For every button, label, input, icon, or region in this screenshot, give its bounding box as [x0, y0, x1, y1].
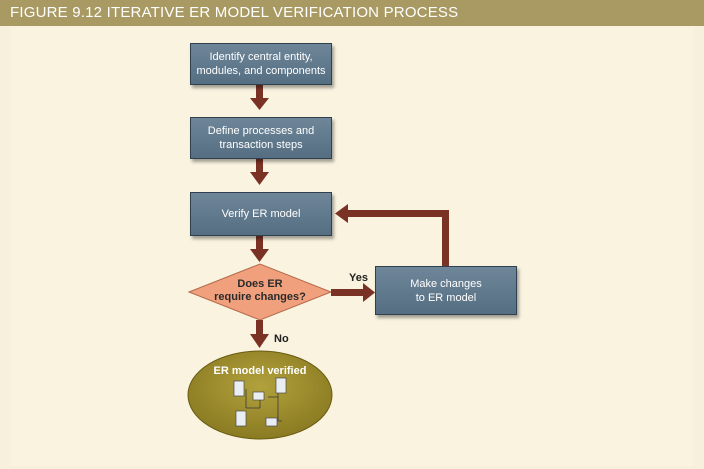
end-state-label: ER model verified	[213, 365, 307, 377]
er-diagram-icon	[233, 377, 287, 427]
step-label: Identify central entity, modules, and co…	[196, 51, 326, 77]
arrow-step1-to-step2	[250, 84, 269, 110]
step-make-changes: Make changes to ER model	[375, 266, 517, 315]
arrow-decision-to-verified	[250, 320, 269, 348]
yes-label: Yes	[349, 272, 368, 284]
step-label: Verify ER model	[221, 208, 301, 220]
step-verify-er-model: Verify ER model	[190, 192, 332, 236]
figure-title: FIGURE 9.12 ITERATIVE ER MODEL VERIFICAT…	[10, 4, 459, 21]
figure-header: FIGURE 9.12 ITERATIVE ER MODEL VERIFICAT…	[0, 0, 704, 26]
no-label: No	[274, 333, 289, 345]
arrow-step2-to-step3	[250, 158, 269, 185]
diagram-canvas: Identify central entity, modules, and co…	[10, 26, 694, 466]
step-label: Make changes to ER model	[410, 277, 482, 304]
decision-label: Does ER require changes?	[214, 278, 306, 303]
step-identify-central-entity: Identify central entity, modules, and co…	[190, 43, 332, 85]
flow-connectors	[187, 84, 449, 440]
arrow-change-to-verify	[335, 204, 449, 266]
step-label: Define processes and transaction steps	[207, 125, 315, 151]
arrow-decision-to-change	[331, 283, 375, 302]
arrow-step3-to-decision	[250, 235, 269, 262]
step-define-processes: Define processes and transaction steps	[190, 117, 332, 159]
